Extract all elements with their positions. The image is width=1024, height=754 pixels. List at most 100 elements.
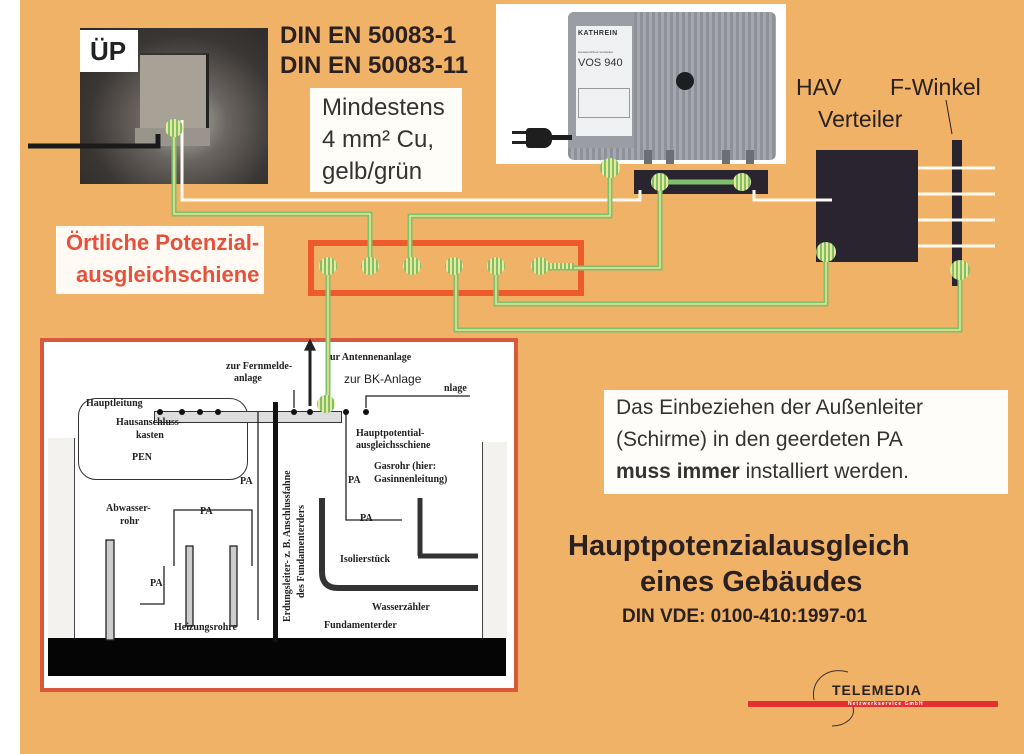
inset-label-fernmelde-2: anlage bbox=[234, 373, 262, 384]
pa-wire-fwinkel-hl bbox=[455, 268, 961, 331]
abwasser-pipe bbox=[105, 539, 115, 641]
info-line-2: (Schirme) in den geerdeten PA bbox=[616, 428, 903, 451]
terminals bbox=[165, 119, 970, 413]
pa-abwasser bbox=[140, 566, 165, 605]
up-arrow-head bbox=[303, 338, 317, 351]
info-box: Das Einbeziehen der Außenleiter (Schirme… bbox=[604, 390, 1008, 494]
terminal-up bbox=[165, 119, 183, 137]
info-emphasis: muss immer bbox=[616, 460, 740, 483]
busbar-dot bbox=[291, 409, 297, 415]
busbar-dot bbox=[363, 409, 369, 415]
pa-wire-up-hl bbox=[173, 130, 371, 264]
f-winkel-bar bbox=[952, 140, 962, 286]
busbar-terminal-5 bbox=[487, 257, 505, 275]
busbar-label-line-2: ausgleichschiene bbox=[76, 262, 260, 287]
amplifier-model: VOS 940 bbox=[578, 57, 623, 69]
busbar-terminal-1 bbox=[319, 257, 337, 275]
info-rest: installiert werden. bbox=[739, 460, 909, 483]
standard-line-2: DIN EN 50083-11 bbox=[280, 52, 469, 79]
amplifier-knob bbox=[676, 72, 694, 90]
busbar-terminal-3 bbox=[403, 257, 421, 275]
inset-label-fernmelde-1: zur Fernmelde- bbox=[226, 361, 293, 372]
inset-label-abwasser-1: Abwasser- bbox=[106, 503, 151, 514]
cable-note-line-2: 4 mm² Cu, bbox=[322, 126, 435, 153]
pa-wire-splitter bbox=[540, 180, 663, 271]
inset-label-pa: PA bbox=[360, 513, 373, 524]
inset-busbar-dots bbox=[157, 409, 369, 415]
inset-label-pa: PA bbox=[240, 476, 253, 487]
standard-line-1: DIN EN 50083-1 bbox=[280, 22, 457, 49]
pa-wire-amp-hl bbox=[409, 170, 611, 264]
f-connector bbox=[666, 150, 674, 164]
up-label-box: ÜP bbox=[80, 30, 138, 72]
plug-cable bbox=[552, 135, 572, 140]
inset-label-isolierstueck: Isolierstück bbox=[340, 554, 390, 565]
pa-wire-highlights bbox=[173, 130, 961, 406]
busbar-dot bbox=[157, 409, 163, 415]
hav-distributor bbox=[816, 150, 918, 262]
cable-note-line-3: gelb/grün bbox=[322, 158, 423, 185]
terminal-splitter-left bbox=[651, 173, 669, 191]
heizung-pipe-1 bbox=[185, 545, 194, 627]
telemedia-logo: TELEMEDIA Netzwerkservice GmbH bbox=[748, 668, 1000, 728]
title-line-1: Hauptpotenzialausgleich bbox=[568, 530, 910, 562]
inset-label-heizungsrohre: Heizungsrohre bbox=[174, 622, 237, 633]
inset-label-pa: PA bbox=[200, 506, 213, 517]
pa-wire-fwinkel bbox=[453, 268, 963, 333]
logo-name: TELEMEDIA bbox=[832, 682, 922, 698]
info-line-1: Das Einbeziehen der Außenleiter bbox=[616, 396, 924, 419]
inset-label-hauptpotential-2: ausgleichsschiene bbox=[356, 440, 431, 451]
inset-label-erdungsleiter-2: des Fundamenterders bbox=[296, 504, 307, 598]
pa-heating bbox=[173, 509, 253, 566]
terminal-amp bbox=[600, 158, 620, 178]
title-line-3: DIN VDE: 0100-410:1997-01 bbox=[622, 606, 868, 627]
inset-terminal-bk bbox=[317, 395, 335, 413]
inset-label-nlage: nlage bbox=[444, 383, 467, 394]
wall-right bbox=[482, 442, 507, 638]
inset-label-antennen: ur Antennenanlage bbox=[330, 352, 412, 363]
amplifier-brand: KATHREIN bbox=[578, 30, 618, 37]
hav-label: HAV bbox=[796, 74, 842, 100]
plug-pin-top bbox=[512, 131, 528, 134]
verteiler-label: Verteiler bbox=[818, 106, 903, 132]
logo-red-bar bbox=[748, 701, 998, 707]
f-connector bbox=[644, 150, 652, 164]
amplifier-subtitle: Hausanschluss-Verstärker bbox=[578, 50, 614, 54]
pa-wire-splitter-hl bbox=[540, 180, 661, 269]
erdungsleiter bbox=[273, 402, 278, 642]
pa-wire-hav-hl bbox=[495, 254, 827, 305]
inset-label-hauptleitung: Hauptleitung bbox=[86, 398, 143, 409]
coax-cables bbox=[180, 99, 995, 248]
title-line-2: eines Gebäudes bbox=[640, 566, 863, 598]
amplifier-label-window bbox=[578, 88, 630, 118]
f-connector bbox=[746, 150, 754, 164]
nlage-line bbox=[365, 395, 470, 408]
terminal-hav bbox=[816, 242, 836, 262]
inset-label-fundamenterder: Fundamenterder bbox=[324, 620, 397, 631]
cable-note-line-1: Mindestens bbox=[322, 94, 445, 121]
terminal-fwinkel bbox=[950, 260, 970, 280]
ground-block bbox=[48, 638, 506, 676]
cable-note-box: Mindestens 4 mm² Cu, gelb/grün bbox=[310, 88, 462, 192]
inset-label-wasserzaehler: Wasserzähler bbox=[372, 602, 430, 613]
inset-label-erdungsleiter-1: Erdungsleiter- z. B. Anschlussfahne bbox=[282, 470, 293, 622]
busbar-terminal-6 bbox=[531, 257, 549, 275]
busbar-label-line-1: Örtliche Potenzial- bbox=[66, 230, 260, 255]
inset-label-hausanschluss-2: kasten bbox=[136, 430, 164, 441]
inset-label-gasrohr-2: Gasinnenleitung) bbox=[374, 474, 448, 485]
amplifier-photo: KATHREIN Hausanschluss-Verstärker VOS 94… bbox=[496, 4, 786, 164]
wall-left bbox=[48, 438, 75, 638]
inset-label-abwasser-2: rohr bbox=[120, 516, 140, 527]
up-black-cable bbox=[28, 134, 161, 149]
busbar-label-box: Örtliche Potenzial- ausgleichschiene bbox=[56, 226, 264, 294]
inset-label-pa: PA bbox=[150, 578, 163, 589]
terminal-splitter-right bbox=[733, 173, 751, 191]
pa-wire-amp bbox=[407, 170, 613, 264]
pa-wire-up bbox=[171, 130, 373, 264]
up-label: ÜP bbox=[90, 36, 127, 66]
plug-body bbox=[526, 128, 552, 148]
plug-pin-bottom bbox=[512, 141, 528, 144]
heizung-pipe-2 bbox=[229, 545, 238, 627]
